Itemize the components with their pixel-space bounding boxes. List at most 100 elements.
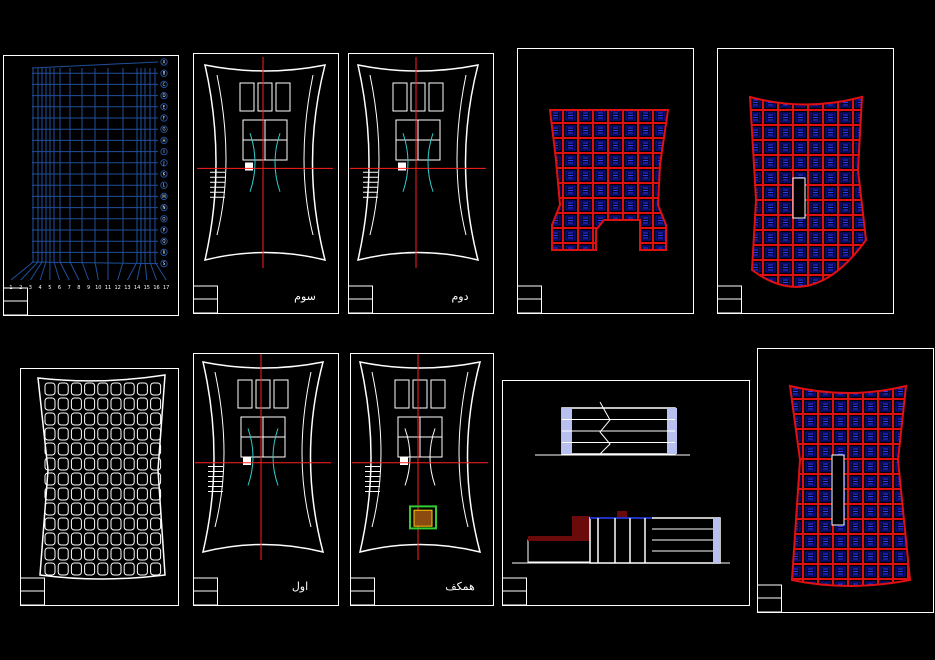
building-outline [357,64,480,262]
cell [625,230,636,241]
room [394,379,410,409]
waffle-cell [97,412,109,426]
grid-column-label: 4 [39,285,42,291]
cell [911,582,920,591]
grid-row-label: E [163,104,166,109]
grid-bubble [160,248,168,257]
waffle-cell [84,487,96,501]
waffle-cell [44,472,56,486]
sheet-plan-third-floor[interactable]: سوم [197,57,333,303]
stair [400,457,408,465]
curved-wall [429,428,436,486]
grid-bubble [160,170,168,178]
sheet-plan-first-floor[interactable]: اول [195,354,331,593]
sheet-waffle-slab[interactable] [37,374,166,580]
waffle-cell [97,427,109,441]
cell [671,201,680,210]
room [412,379,428,409]
wall [456,74,467,236]
cell [850,386,861,397]
slab-edge [748,95,868,288]
cell [895,446,906,457]
curved-wall [274,133,281,192]
grid-row-label: S [163,261,166,266]
cell [835,386,846,397]
waffle-cell [123,397,135,411]
waffle-cell [97,397,109,411]
waffle-cell [150,397,162,411]
room [392,82,408,112]
sheet-structure-plan-1[interactable] [548,108,680,255]
sheet-title: اول [292,580,308,593]
cell [595,230,606,241]
grid-bubble [160,181,168,189]
cell [781,293,790,302]
title-block [348,298,373,314]
grid-bubble [160,159,168,167]
grid-row-label: K [163,172,166,177]
waffle-cell [70,457,82,471]
roof [617,511,627,517]
cell [671,246,680,255]
waffle-cell [123,382,135,396]
building-outline [358,361,482,554]
cell [751,293,760,302]
sheet-frame [757,348,934,613]
waffle-cell [57,562,69,576]
wall [458,371,469,528]
waffle-cell [123,427,135,441]
waffle-cell [97,547,109,561]
waffle-cell [136,562,148,576]
waffle-cell [97,517,109,531]
sheet-frame [193,353,339,606]
grid-bubble [160,259,168,268]
cell [911,417,920,426]
waffle-cell [84,397,96,411]
sheet-frame [348,53,494,314]
cell [840,277,851,287]
waffle-cell [84,442,96,456]
waffle-cell [57,412,69,426]
grid-bubble [160,215,168,223]
cell [826,293,835,302]
cell [671,111,680,120]
waffle-cell [70,517,82,531]
waffle-cell [70,532,82,546]
waffle-cell [136,547,148,561]
waffle-cell [110,517,122,531]
waffle-cell [136,472,148,486]
waffle-cell [97,457,109,471]
waffle-cell [110,412,122,426]
cell [610,230,621,241]
room [255,379,271,409]
waffle-cell [150,442,162,456]
title-block [502,590,527,606]
cell [911,567,920,576]
waffle-cell [84,472,96,486]
grid-column-label: 8 [77,285,80,291]
cell [855,172,866,183]
cell [911,387,920,396]
sheet-structure-plan-3[interactable] [788,384,920,591]
waffle-cell [70,412,82,426]
waffle-cell [44,562,56,576]
title-block [350,590,375,606]
waffle-cell [84,457,96,471]
sheet-plan-second-floor[interactable]: دوم [350,57,486,303]
grid-bubble [160,91,168,100]
waffle-cell [136,532,148,546]
sheet-structure-plan-2[interactable] [748,95,868,302]
sheet-elevations[interactable] [512,401,730,564]
waffle-cell [123,502,135,516]
waffle-cell [150,502,162,516]
room [237,379,253,409]
waffle-cell [110,457,122,471]
sheet-plan-ground-floor[interactable]: همکف [352,354,488,593]
waffle-cell [123,457,135,471]
waffle-cell [110,502,122,516]
pool-border [409,505,437,530]
stair [245,162,253,171]
waffle-cell [84,532,96,546]
